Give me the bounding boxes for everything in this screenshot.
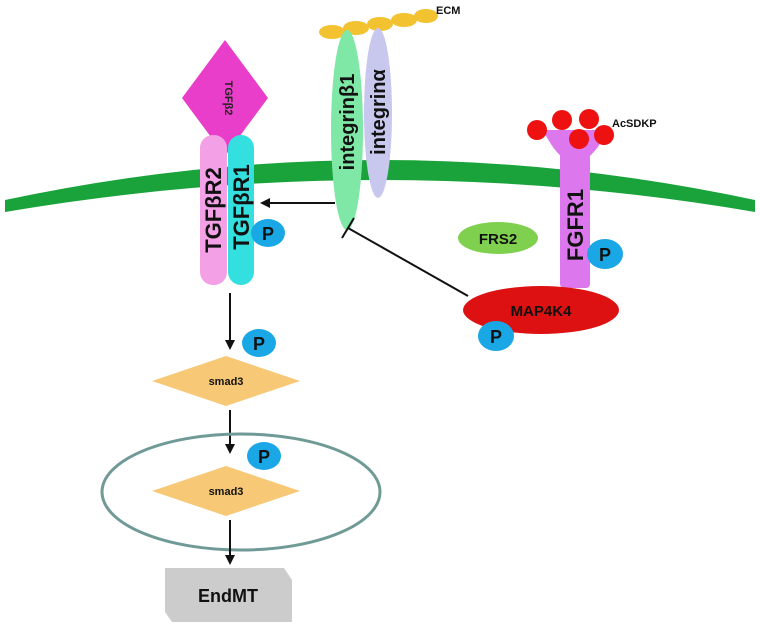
tgfb2-ligand [182,40,268,156]
phospho-badge-smad3-cyto [242,329,276,357]
acsdkp-cluster [527,109,614,149]
endmt-label: EndMT [198,586,258,606]
phospho-label-fgfr1: P [599,245,611,265]
endmt-outcome [165,568,292,622]
nucleus [100,432,382,552]
phospho-label-tgfbr1: P [262,224,274,244]
acsdkp-label: AcSDKP [612,118,657,130]
frs2-label: FRS2 [479,231,517,248]
fgfr1-label: FGFR1 [563,189,588,261]
integrin-b1-label: integrinβ1 [337,74,359,171]
tgfb2-label: TGFβ2 [222,81,234,116]
integrin-a-receptor [364,28,392,198]
tgfbr1-label: TGFβR1 [229,164,254,250]
smad3-cyto-label: smad3 [209,376,244,388]
phospho-label-smad3-nucleus: P [258,447,270,467]
phospho-label-smad3-cyto: P [253,334,265,354]
phospho-label-map4k4: P [490,327,502,347]
map4k4-label: MAP4K4 [511,303,573,320]
tgfbr2-label: TGFβR2 [201,167,226,253]
phospho-badge-fgfr1 [587,239,623,269]
phospho-badge-map4k4 [478,321,514,351]
integrin-b1-receptor [331,30,363,230]
ecm-label: ECM [436,5,460,17]
smad3-nuclear [152,466,300,516]
integrin-a-label: integrinα [368,68,390,154]
fgfr1-receptor [560,150,590,288]
phospho-badge-smad3-nucleus [247,442,281,470]
smad3-nucleus-label: smad3 [209,486,244,498]
map4k4-inhibits-integrin [341,217,469,297]
smad3-cytoplasmic [152,356,300,406]
tgfbr2-receptor [200,135,227,285]
frs2-adaptor [458,222,538,254]
phospho-badge-tgfbr1 [251,219,285,247]
tgfbr1-receptor [228,135,254,285]
